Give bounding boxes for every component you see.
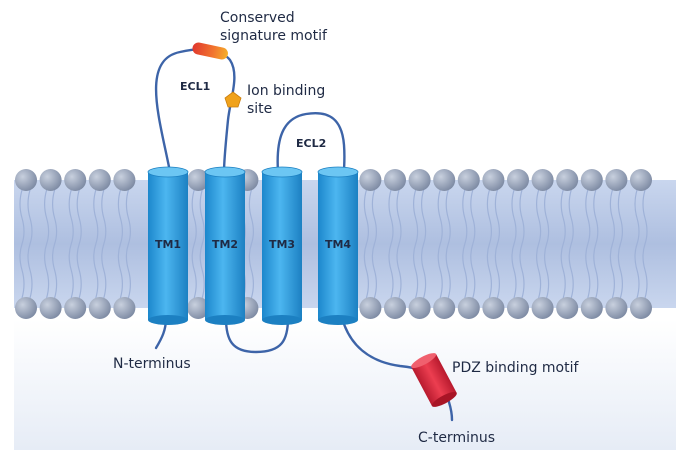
lipid-tail (585, 189, 599, 299)
lipid-tail (117, 189, 131, 299)
lipid-tail (388, 189, 402, 299)
lipid-head (408, 297, 431, 319)
lipid-head (113, 169, 136, 191)
lipid-head (531, 297, 554, 319)
lipid-tail (19, 189, 33, 299)
lipid-head (605, 297, 628, 319)
ion-binding-site-marker (224, 91, 242, 108)
conserved-motif-marker (192, 42, 228, 60)
lipid-tail (363, 189, 377, 299)
lipid-tail (44, 189, 58, 299)
lipid-tail (609, 189, 623, 299)
lipid-head (384, 169, 406, 191)
lipid-head (384, 297, 406, 319)
lipid-tail (536, 189, 550, 299)
lipid-head (88, 297, 111, 319)
helix-tm4: TM4 (317, 166, 359, 325)
lipid-head (556, 297, 579, 319)
ecl2-label: ECL2 (296, 137, 326, 150)
lipid-head (580, 169, 603, 191)
lipid-head (507, 169, 529, 191)
ion-label-line2: site (247, 101, 272, 117)
lipid-head (531, 169, 554, 191)
lipid-tail (93, 189, 107, 299)
ecl1-label: ECL1 (180, 80, 210, 93)
lipid-head (433, 297, 456, 319)
tm3-label: TM3 (269, 238, 295, 251)
intracellular-loop (224, 316, 290, 354)
lipid-head (482, 169, 505, 191)
lipid-head (39, 169, 62, 191)
lipid-head (507, 297, 529, 319)
helix-tm1: TM1 (147, 166, 189, 325)
lipid-head (605, 169, 628, 191)
pdz-label: PDZ binding motif (452, 360, 579, 376)
lipid-tail (68, 189, 82, 299)
lipid-tails (19, 189, 648, 299)
lipid-tail (486, 189, 500, 299)
conserved-label-line1: Conserved (220, 10, 295, 26)
lipid-head (433, 169, 456, 191)
lipid-tail (462, 189, 476, 299)
lipid-head (187, 169, 210, 191)
lipid-tail (191, 189, 205, 299)
helix-tm2: TM2 (204, 166, 246, 325)
lipid-heads (15, 169, 652, 319)
lipid-tail (511, 189, 525, 299)
n-terminus-label: N-terminus (113, 356, 191, 372)
lipid-head (359, 297, 382, 319)
ion-label-line1: Ion binding (247, 83, 325, 99)
lipid-head (556, 169, 579, 191)
transmembrane-helices: TM1 TM2 TM3 TM4 (147, 166, 359, 325)
helix-tm3: TM3 (261, 166, 303, 325)
tm4-label: TM4 (325, 238, 351, 251)
lipid-head (482, 297, 505, 319)
lipid-head (187, 297, 210, 319)
lipid-head (630, 169, 652, 191)
conserved-label-line2: signature motif (220, 28, 328, 44)
lipid-tail (634, 189, 648, 299)
tm1-label: TM1 (155, 238, 181, 251)
lipid-head (15, 169, 37, 191)
lipid-head (113, 297, 136, 319)
lipid-tail (560, 189, 574, 299)
lipid-tail (413, 189, 427, 299)
lipid-head (64, 297, 87, 319)
ecl2-loop (276, 111, 346, 174)
lipid-head (88, 169, 111, 191)
lipid-head (15, 297, 37, 319)
lipid-head (580, 297, 603, 319)
pdz-motif-marker (411, 353, 457, 407)
lipid-head (630, 297, 652, 319)
lipid-head (39, 297, 62, 319)
lipid-head (64, 169, 87, 191)
lipid-head (408, 169, 431, 191)
c-terminus-label: C-terminus (418, 430, 495, 446)
lipid-head (359, 169, 382, 191)
lipid-head (457, 297, 480, 319)
lipid-tail (437, 189, 451, 299)
ecl1-loop (154, 48, 236, 174)
lipid-head (457, 169, 480, 191)
tm2-label: TM2 (212, 238, 238, 251)
